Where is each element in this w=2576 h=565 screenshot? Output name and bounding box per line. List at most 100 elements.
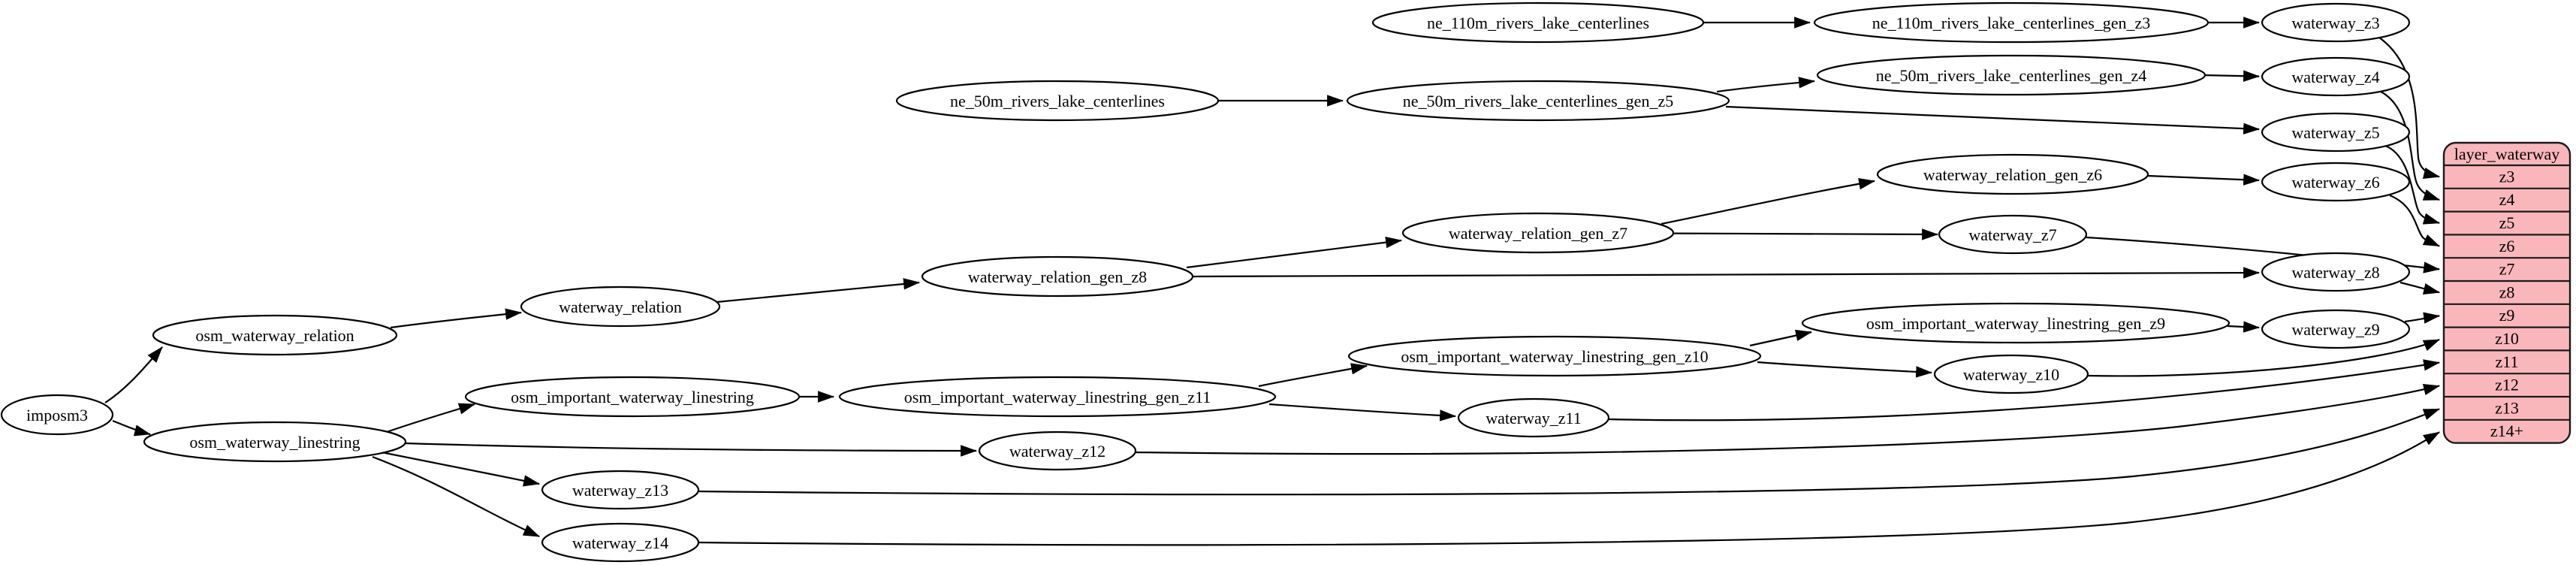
node-ne_110m_rivers_lake_centerlines_gen_z3: ne_110m_rivers_lake_centerlines_gen_z3 [1813,2,2210,44]
node-waterway_z10: waterway_z10 [1933,354,2089,394]
table-row-z3: z3 [2499,167,2515,186]
svg-text:waterway_z12: waterway_z12 [1009,442,1106,461]
table-row-z8: z8 [2499,282,2515,301]
table-layer_waterway: layer_waterway z3 z4 z5 z6 z7 z8 z9 z10 … [2442,141,2571,444]
node-waterway_z4: waterway_z4 [2261,56,2411,97]
node-osm_waterway_linestring: osm_waterway_linestring [143,421,407,463]
svg-text:waterway_z7: waterway_z7 [1968,225,2056,244]
svg-text:ne_50m_rivers_lake_centerlines: ne_50m_rivers_lake_centerlines_gen_z4 [1876,66,2146,85]
edge-waterway_relation-waterway_relation_gen_z8 [716,278,921,304]
edge-gen_z11-waterway_z11 [1268,403,1457,421]
svg-text:waterway_z6: waterway_z6 [2291,173,2379,192]
edge-waterway_z6-table-z6 [2389,194,2441,247]
node-waterway_z6: waterway_z6 [2261,162,2411,202]
edge-waterway_z8-table-z8 [2400,281,2441,295]
edge-waterway_relation_gen_z7-waterway_relation_gen_z6 [1661,178,1876,225]
edge-imposm3-osm_waterway_relation [104,346,163,403]
svg-text:ne_50m_rivers_lake_centerlines: ne_50m_rivers_lake_centerlines_gen_z5 [1403,92,1673,110]
node-ne_50m_rivers_lake_centerlines_gen_z5: ne_50m_rivers_lake_centerlines_gen_z5 [1346,80,1730,122]
edge-ne_50m_gen_z5-ne_50m_gen_z4 [1716,77,1816,93]
table-row-z7: z7 [2499,260,2515,279]
edge-waterway_relation_gen_z6-waterway_z6 [2147,174,2261,186]
edge-waterway_z12-table-z12 [1135,383,2441,455]
edge-osm_waterway_linestring-waterway_z12 [405,442,978,457]
edge-osm_waterway_linestring-waterway_z13 [381,451,541,487]
edge-imposm3-osm_waterway_linestring [112,419,152,437]
edge-waterway_z13-table-z13 [698,408,2441,496]
node-waterway_relation_gen_z6: waterway_relation_gen_z6 [1876,153,2149,195]
svg-text:waterway_z9: waterway_z9 [2291,320,2379,339]
svg-text:osm_waterway_relation: osm_waterway_relation [195,326,354,345]
node-ne_50m_rivers_lake_centerlines: ne_50m_rivers_lake_centerlines [895,80,1220,122]
edge-waterway_relation_gen_z8-waterway_relation_gen_z7 [1186,236,1403,269]
edge-waterway_z4-table-z4 [2380,91,2441,201]
svg-text:osm_important_waterway_linestr: osm_important_waterway_linestring_gen_z1… [904,388,1211,406]
table-title: layer_waterway [2454,145,2559,164]
edge-waterway_z5-table-z5 [2384,144,2441,225]
table-row-z5: z5 [2499,213,2515,232]
edge-waterway_z3-table-z3 [2378,37,2441,180]
node-waterway_z14: waterway_z14 [541,522,700,563]
svg-text:imposm3: imposm3 [26,406,88,425]
nodes-group: imposm3 osm_waterway_relation waterway_r… [0,2,2411,563]
svg-text:waterway_z14: waterway_z14 [572,533,668,552]
table-outline [2442,141,2571,444]
svg-text:waterway_relation_gen_z8: waterway_relation_gen_z8 [968,267,1147,286]
svg-text:waterway_relation: waterway_relation [559,298,682,316]
node-osm_important_waterway_linestring_gen_z9: osm_important_waterway_linestring_gen_z9 [1801,302,2231,344]
edge-gen_z10-gen_z9 [1749,329,1813,347]
svg-text:ne_50m_rivers_lake_centerlines: ne_50m_rivers_lake_centerlines [950,92,1165,110]
table-row-z11: z11 [2496,352,2519,371]
table-row-z14plus: z14+ [2490,421,2523,440]
node-waterway_relation_gen_z7: waterway_relation_gen_z7 [1401,212,1675,254]
svg-text:waterway_relation_gen_z7: waterway_relation_gen_z7 [1449,224,1627,243]
edge-ne_50m_gen_z5-waterway_z5 [1725,105,2261,134]
edge-osm_waterway_linestring-osm_important_waterway_linestring [384,403,476,434]
edge-gen_z11-gen_z10 [1258,363,1368,388]
edge-waterway_relation_gen_z8-waterway_z8 [1192,267,2261,279]
node-ne_110m_rivers_lake_centerlines: ne_110m_rivers_lake_centerlines [1371,2,1705,44]
node-osm_waterway_relation: osm_waterway_relation [152,314,398,356]
node-waterway_z3: waterway_z3 [2261,2,2411,43]
svg-text:waterway_relation_gen_z6: waterway_relation_gen_z6 [1923,165,2102,184]
edge-waterway_z9-table-z9 [2404,312,2441,324]
node-waterway_z8: waterway_z8 [2261,252,2411,292]
node-osm_important_waterway_linestring: osm_important_waterway_linestring [464,376,801,418]
table-row-z9: z9 [2499,306,2515,325]
edge-ne_50m_gen_z4-waterway_z4 [2201,70,2261,82]
node-waterway_z9: waterway_z9 [2261,309,2411,349]
node-osm_important_waterway_linestring_gen_z10: osm_important_waterway_linestring_gen_z1… [1347,335,1762,377]
svg-text:ne_110m_rivers_lake_centerline: ne_110m_rivers_lake_centerlines_gen_z3 [1872,14,2151,32]
table-row-z10: z10 [2495,329,2519,348]
svg-text:waterway_z3: waterway_z3 [2291,14,2379,32]
node-waterway_z5: waterway_z5 [2261,112,2411,153]
node-ne_50m_rivers_lake_centerlines_gen_z4: ne_50m_rivers_lake_centerlines_gen_z4 [1816,54,2206,96]
node-waterway_z7: waterway_z7 [1938,214,2088,255]
svg-text:osm_important_waterway_linestr: osm_important_waterway_linestring_gen_z9 [1866,314,2165,333]
node-imposm3: imposm3 [0,394,114,436]
svg-text:waterway_z4: waterway_z4 [2291,68,2379,86]
node-waterway_z13: waterway_z13 [541,470,700,510]
node-waterway_z11: waterway_z11 [1457,397,1610,438]
node-waterway_z12: waterway_z12 [978,431,1137,471]
table-row-z6: z6 [2499,237,2515,255]
svg-text:osm_important_waterway_linestr: osm_important_waterway_linestring [511,388,754,406]
edges-group [104,17,2441,546]
edge-waterway_z14-table-z14plus [698,431,2440,546]
node-waterway_relation_gen_z8: waterway_relation_gen_z8 [921,255,1194,298]
table-row-z13: z13 [2495,398,2519,417]
svg-text:waterway_z13: waterway_z13 [572,481,668,500]
svg-text:waterway_z10: waterway_z10 [1963,365,2059,384]
svg-text:waterway_z8: waterway_z8 [2291,263,2379,282]
edge-waterway_z11-table-z11 [1608,359,2441,421]
node-waterway_relation: waterway_relation [520,286,721,328]
svg-text:waterway_z5: waterway_z5 [2291,123,2379,142]
svg-text:waterway_z11: waterway_z11 [1486,409,1581,428]
edge-gen_z9-waterway_z9 [2227,321,2261,333]
svg-text:osm_waterway_linestring: osm_waterway_linestring [189,433,360,452]
node-osm_important_waterway_linestring_gen_z11: osm_important_waterway_linestring_gen_z1… [838,376,1277,418]
svg-text:osm_important_waterway_linestr: osm_important_waterway_linestring_gen_z1… [1401,347,1708,366]
edge-osm_waterway_linestring-waterway_z14 [372,455,541,538]
